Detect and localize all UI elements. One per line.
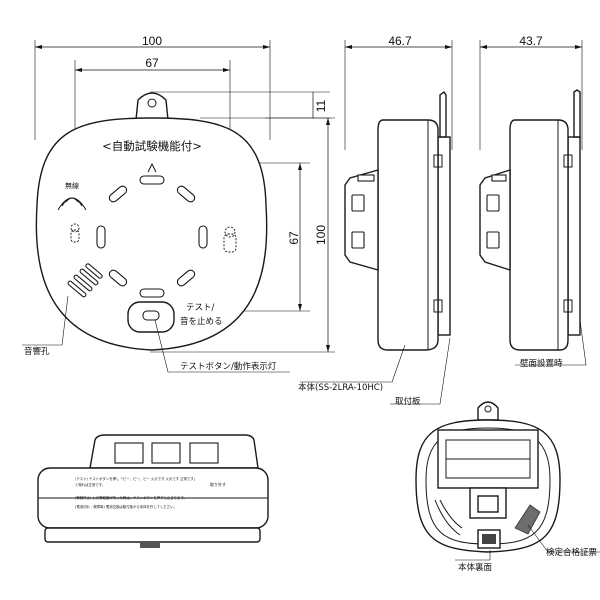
dim-width-total: 100 — [142, 34, 162, 48]
mount-keyhole-left — [70, 223, 80, 243]
mount-plate-label: 取付板 — [395, 396, 421, 407]
front-dimensions: 100 67 11 67 100 — [34, 34, 335, 353]
sensor-chamber-side — [344, 169, 379, 271]
dim-depth-wall: 43.7 — [519, 34, 543, 48]
dim-depth-body: 46.7 — [388, 34, 412, 48]
dim-height-hook: 11 — [314, 99, 328, 112]
side-view-wall: 43.7 壁面設置時 — [479, 34, 587, 369]
dim-height-holes: 67 — [287, 231, 301, 245]
bottom-view: (テスト) テストボタンを押し「ピー、ピー、ピー 火災です 火災です 正常です」… — [37, 434, 269, 548]
test-label-1: テスト/ — [186, 303, 215, 313]
body-back-label: 本体裏面 — [458, 562, 493, 573]
wall-mounted-label: 壁面設置時 — [520, 358, 563, 369]
body-side — [377, 119, 439, 351]
plate-leader — [390, 337, 451, 405]
sensor-vents — [96, 175, 208, 298]
test-button-leader — [154, 319, 290, 373]
test-button[interactable] — [127, 301, 175, 333]
body-leader — [300, 344, 406, 383]
mount-keyhole-right — [223, 226, 237, 253]
notice-line-3: (警報停止) 火災警報器が鳴った時は、テストボタンを押すと止まります。 — [75, 495, 187, 500]
test-label-2: 音を止める — [180, 316, 223, 327]
sound-holes — [67, 263, 103, 298]
detector-body-front — [35, 117, 268, 351]
wall-leader — [515, 319, 587, 366]
sound-hole-leader — [22, 295, 69, 346]
front-view: <自動試験機能付> 無線 — [22, 92, 290, 373]
sound-hole-label: 音響孔 — [24, 346, 50, 357]
remove-label: 取り外す — [210, 481, 226, 487]
notice-line-2: と鳴れば正常です。 — [75, 482, 105, 487]
cert-label-sticker — [514, 504, 541, 535]
body-model-label: 本体(SS-2LRA-10HC) — [298, 382, 383, 393]
cert-label-text: 検定合格証票 — [546, 547, 598, 558]
bottom-latch — [140, 542, 160, 548]
indicator-lamp — [142, 310, 160, 321]
test-button-label: テストボタン/動作表示灯 — [180, 361, 277, 372]
back-leader — [455, 550, 491, 561]
up-arrow-mark — [147, 162, 157, 173]
wireless-icon — [57, 197, 87, 211]
cert-leader — [527, 524, 600, 553]
notice-line-1: (テスト) テストボタンを押し「ピー、ピー、ピー 火災です 火災です 正常です」 — [75, 476, 197, 481]
wireless-label: 無線 — [65, 181, 79, 190]
dim-height-total: 100 — [314, 225, 328, 245]
banner-text: <自動試験機能付> — [102, 139, 202, 153]
bottom-notice: (テスト) テストボタンを押し「ピー、ピー、ピー 火災です 火災です 正常です」… — [75, 476, 226, 509]
dim-width-holes: 67 — [145, 56, 159, 70]
notice-line-4: (電池切れ・故障時) 電池交換は取付板から本体を外してください。 — [75, 504, 177, 509]
side-view-body: 46.7 本体(SS-2LRA-10HC) 取付板 — [298, 34, 453, 407]
back-view: 本体裏面 検定合格証票 — [415, 401, 600, 573]
